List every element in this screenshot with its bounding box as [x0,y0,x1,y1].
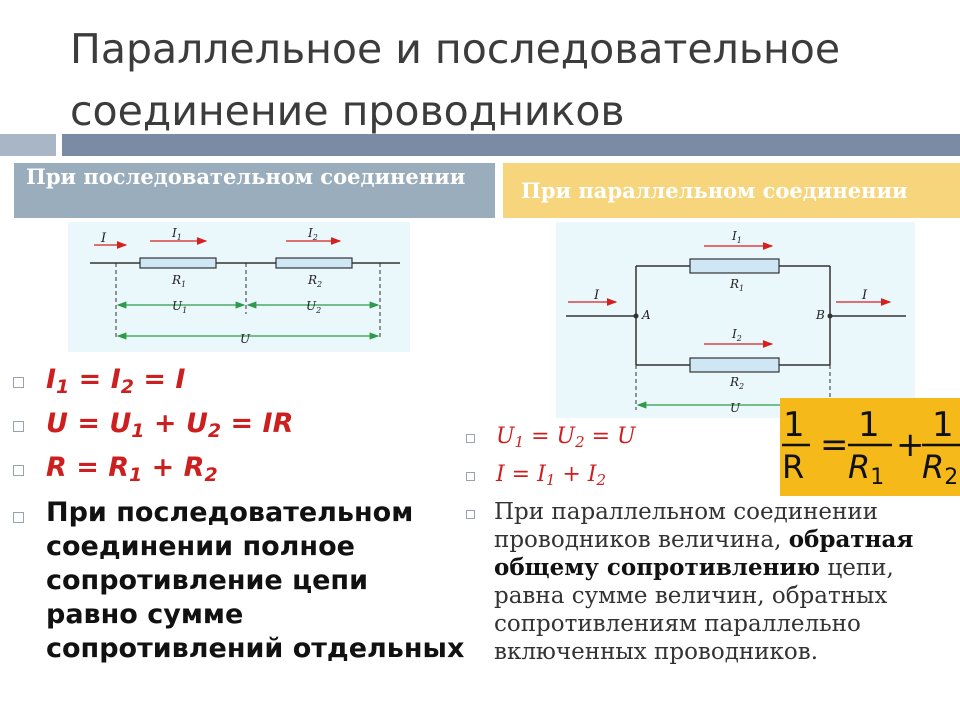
bullet-icon [13,421,24,432]
series-formula-resistance: R = R1 + R2 [46,452,218,486]
series-formula-voltage: U = U1 + U2 = IR [46,408,294,442]
label-I1-sub: 1 [737,236,742,245]
bullet-icon [13,512,24,523]
parallel-formula-current: I = I1 + I2 [496,462,607,489]
bullet-icon [466,472,475,481]
label-I1: I [731,229,737,243]
bullet-icon [466,510,475,519]
label-A: A [641,308,651,322]
svg-text:R2: R2 [307,273,322,289]
series-circuit-diagram: I I1 I2 R1 R2 U1 U2 U [68,222,410,352]
label-R2: R [307,273,317,287]
svg-text:U1: U1 [172,299,187,315]
label-I-out: I [861,288,868,303]
svg-text:U2: U2 [306,299,321,315]
parallel-description: При параллельном соединении проводников … [494,499,914,665]
label-I2: I [307,226,313,240]
title-bar-accent [0,134,56,156]
series-header: При последовательном соединении [14,163,495,218]
svg-text:R1: R1 [171,273,186,289]
bullet-icon [466,434,475,443]
label-U1: U [172,299,183,313]
label-R2-sub: 2 [738,382,744,391]
svg-text:R: R [782,448,804,486]
label-I1-sub: 1 [177,233,182,242]
label-I1: I [171,226,177,240]
label-R1: R [171,273,181,287]
svg-text:R2: R2 [922,448,958,490]
label-U2-sub: 2 [315,306,321,315]
label-I2-sub: 2 [312,233,318,242]
svg-text:1: 1 [932,405,954,445]
label-B: B [815,308,825,322]
svg-text:R1: R1 [848,448,884,490]
series-description: При последовательном соединении полное с… [46,497,465,664]
svg-text:I1: I1 [731,229,742,245]
svg-text:R1: R1 [729,277,744,293]
parallel-circuit-diagram: I I I1 I2 R1 R2 A B U [556,222,915,418]
slide-title: Параллельное и последовательное соединен… [70,25,841,135]
label-I-in: I [593,288,600,303]
label-I: I [100,231,107,246]
svg-text:R2: R2 [729,375,744,391]
label-R1-sub: 1 [739,284,744,293]
label-U2: U [306,299,317,313]
label-R1-sub: 1 [181,280,186,289]
bullet-icon [13,465,24,476]
parallel-formula-voltage: U1 = U2 = U [496,424,636,451]
svg-text:I2: I2 [731,327,742,343]
reciprocal-resistance-formula: 1 R = 1 R1 + 1 R2 [780,398,960,496]
svg-text:1: 1 [783,405,805,445]
bullet-icon [13,377,24,388]
label-I2: I [731,327,737,341]
svg-text:1: 1 [858,405,880,445]
label-U1-sub: 1 [182,306,187,315]
label-U: U [730,401,741,415]
label-I2-sub: 2 [736,334,742,343]
label-R2-sub: 2 [316,280,322,289]
svg-text:I1: I1 [171,226,182,242]
title-bar [62,134,960,156]
label-R1: R [729,277,739,291]
series-formula-current: I1 = I2 = I [46,364,186,398]
svg-text:I2: I2 [307,226,318,242]
parallel-header: При параллельном соединении [503,163,960,218]
svg-text:+: + [896,425,925,465]
label-R2: R [729,375,739,389]
svg-text:=: = [820,425,849,465]
label-U: U [240,332,251,346]
